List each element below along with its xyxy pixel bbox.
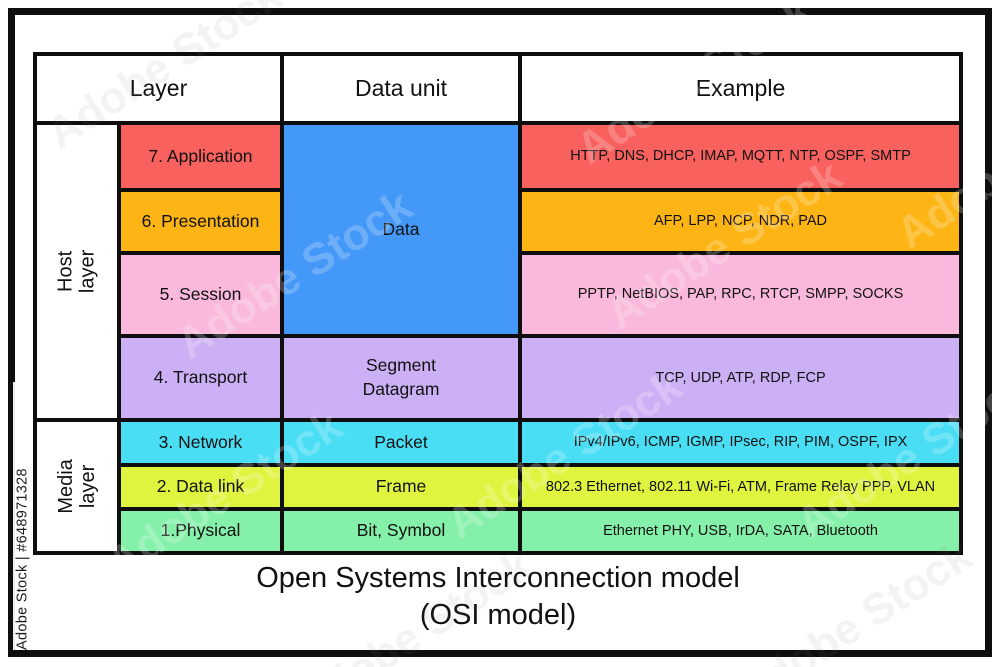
example-cell-physical: Ethernet PHY, USB, IrDA, SATA, Bluetooth xyxy=(522,511,959,551)
media-layer-label: Media layer xyxy=(54,459,99,514)
group-cell-host-layer: Host layer xyxy=(37,125,117,418)
example-cell-session: PPTP, NetBIOS, PAP, RPC, RTCP, SMPP, SOC… xyxy=(522,255,959,334)
diagram-title-line1: Open Systems Interconnection model xyxy=(256,562,740,594)
watermark-sidebar: Adobe Stock | #648971328 xyxy=(13,382,32,650)
diagram-title: Open Systems Interconnection model (OSI … xyxy=(33,560,963,633)
datagram-label: Datagram xyxy=(362,379,440,399)
example-cell-application: HTTP, DNS, DHCP, IMAP, MQTT, NTP, OSPF, … xyxy=(522,125,959,188)
example-cell-transport: TCP, UDP, ATP, RDP, FCP xyxy=(522,338,959,418)
data-unit-cell-bit-symbol: Bit, Symbol xyxy=(284,511,518,551)
group-cell-media-layer: Media layer xyxy=(37,422,117,551)
header-cell-example: Example xyxy=(522,56,959,121)
header-cell-data-unit: Data unit xyxy=(284,56,518,121)
example-cell-data-link: 802.3 Ethernet, 802.11 Wi-Fi, ATM, Frame… xyxy=(522,467,959,507)
layer-cell-physical: 1.Physical xyxy=(121,511,280,551)
example-cell-network: IPv4/IPv6, ICMP, IGMP, IPsec, RIP, PIM, … xyxy=(522,422,959,463)
diagram-title-line2: (OSI model) xyxy=(419,598,577,631)
data-unit-cell-segment-datagram: Segment Datagram xyxy=(284,338,518,418)
layer-cell-application: 7. Application xyxy=(121,125,280,188)
data-unit-cell-packet: Packet xyxy=(284,422,518,463)
example-cell-presentation: AFP, LPP, NCP, NDR, PAD xyxy=(522,192,959,251)
header-cell-layer: Layer xyxy=(37,56,280,121)
host-layer-label: Host layer xyxy=(54,249,99,294)
segment-label: Segment xyxy=(365,355,437,376)
layer-cell-data-link: 2. Data link xyxy=(121,467,280,507)
data-unit-cell-frame: Frame xyxy=(284,467,518,507)
outer-border-frame xyxy=(8,8,992,657)
layer-cell-presentation: 6. Presentation xyxy=(121,192,280,251)
data-unit-cell-data: Data xyxy=(284,125,518,334)
osi-table: Layer Data unit Example Host layer Media… xyxy=(33,52,963,555)
layer-cell-transport: 4. Transport xyxy=(121,338,280,418)
layer-cell-session: 5. Session xyxy=(121,255,280,334)
layer-cell-network: 3. Network xyxy=(121,422,280,463)
